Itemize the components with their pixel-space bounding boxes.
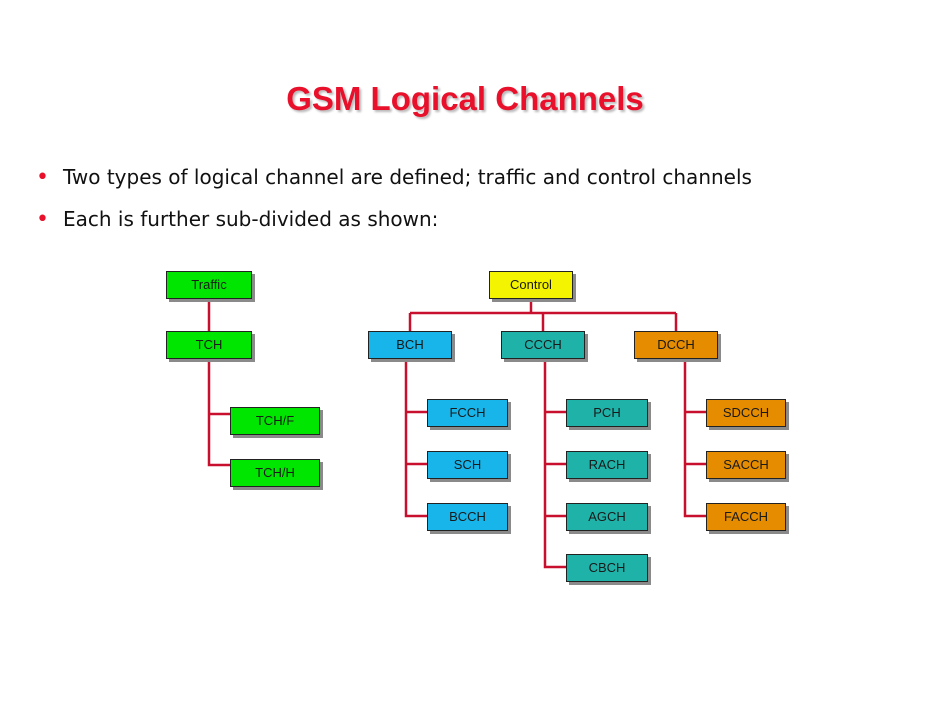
connector-ccch-children: [543, 359, 566, 569]
bch-box: BCH: [368, 331, 452, 359]
cbch-box: CBCH: [566, 554, 648, 582]
bullet-item: • Two types of logical channel are define…: [36, 165, 752, 190]
tch-box: TCH: [166, 331, 252, 359]
pch-box: PCH: [566, 399, 648, 427]
bullet-dot-icon: •: [36, 207, 49, 232]
sacch-box: SACCH: [706, 451, 786, 479]
bullet-text: Each is further sub-divided as shown:: [62, 207, 439, 231]
sdcch-box: SDCCH: [706, 399, 786, 427]
sch-box: SCH: [427, 451, 508, 479]
bullet-text: Two types of logical channel are defined…: [62, 165, 752, 189]
ccch-box: CCCH: [501, 331, 585, 359]
fcch-box: FCCH: [427, 399, 508, 427]
tch-f-box: TCH/F: [230, 407, 320, 435]
traffic-channel-box: Traffic: [166, 271, 252, 299]
facch-box: FACCH: [706, 503, 786, 531]
rach-box: RACH: [566, 451, 648, 479]
bullet-item: • Each is further sub-divided as shown:: [36, 207, 438, 232]
bcch-box: BCCH: [427, 503, 508, 531]
connector-tch-children: [207, 359, 230, 467]
tch-h-box: TCH/H: [230, 459, 320, 487]
agch-box: AGCH: [566, 503, 648, 531]
bullet-dot-icon: •: [36, 165, 49, 190]
dcch-box: DCCH: [634, 331, 718, 359]
control-channel-box: Control: [489, 271, 573, 299]
slide-title: GSM Logical Channels: [286, 80, 644, 117]
connector-dcch-children: [683, 359, 706, 518]
connector-bch-children: [404, 359, 427, 518]
